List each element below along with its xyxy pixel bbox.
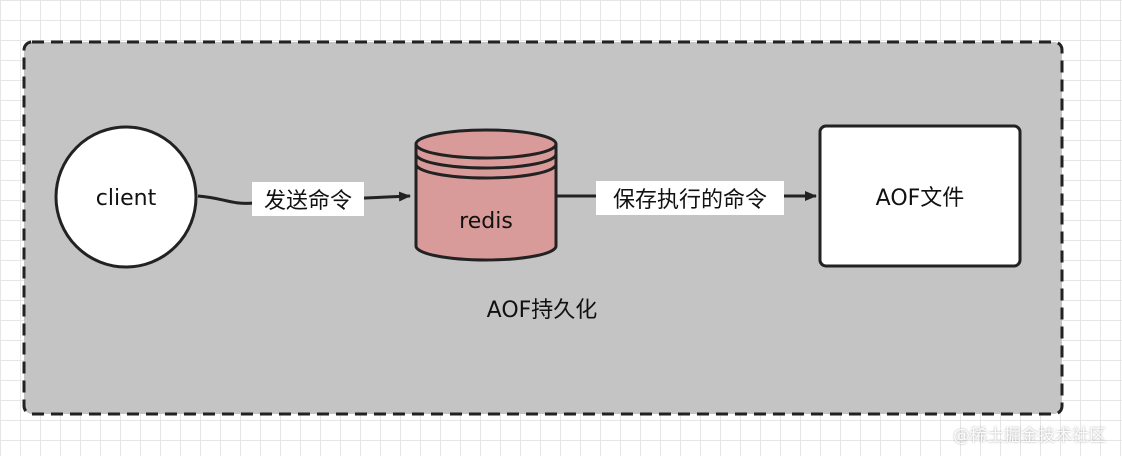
watermark: @稀土掘金技术社区: [953, 426, 1106, 446]
aof-file-node: [818, 124, 1022, 268]
edge-label-bg-save-command: [596, 181, 784, 215]
aof-file-node-label: AOF文件: [876, 186, 965, 211]
client-node: [54, 125, 198, 269]
redis-node-label: redis: [459, 209, 513, 234]
edge-label-bg-send-command: [252, 182, 364, 216]
redis-database-node: [414, 128, 558, 262]
edge-label-send-command: 发送命令: [264, 189, 352, 214]
client-node-label: client: [96, 186, 157, 211]
edge-label-save-executed-command: 保存执行的命令: [613, 188, 767, 213]
group-label-aof-persistence: AOF持久化: [487, 298, 598, 323]
